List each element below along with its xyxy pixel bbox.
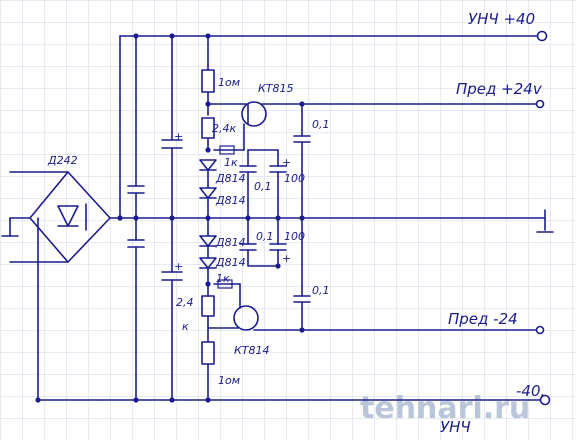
label-c100-top: 100 xyxy=(284,172,305,185)
label-r-1k-top: 1к xyxy=(224,156,238,169)
zener-top-2 xyxy=(199,187,217,199)
filter-cap-2 xyxy=(161,35,183,401)
label-r-1om-bot: 1ом xyxy=(218,374,240,387)
label-cap-plus-top: + xyxy=(282,156,291,169)
label-c01-top: 0,1 xyxy=(254,180,272,193)
resistor-1k-bot xyxy=(217,279,233,289)
cap-plus-mark-2: + xyxy=(174,260,183,273)
label-r-1k-bot: 1к xyxy=(216,272,230,285)
label-r-24-bot-unit: к xyxy=(182,320,189,333)
label-minus40: -40. xyxy=(516,382,545,400)
label-d814-bot-1: Д814 xyxy=(215,236,246,249)
label-kt815: КТ815 xyxy=(258,82,294,95)
label-d814-top-2: Д814 xyxy=(215,194,246,207)
label-pred-minus24: Пред -24 xyxy=(448,310,518,328)
label-c01-out-top: 0,1 xyxy=(312,118,330,131)
cap-plus-mark-1: + xyxy=(174,130,183,143)
label-c100-bot: 100 xyxy=(284,230,305,243)
transistor-kt815 xyxy=(241,101,267,127)
ground-symbol-right xyxy=(536,209,554,233)
label-cap-plus-bot: + xyxy=(282,252,291,265)
label-d814-bot-2: Д814 xyxy=(215,256,246,269)
terminal-minus40 xyxy=(539,394,551,406)
filter-cap-1 xyxy=(127,35,145,401)
label-c01-bot: 0,1 xyxy=(256,230,274,243)
label-pred-plus24: Пред +24v xyxy=(456,80,543,98)
bridge-rectifier xyxy=(9,171,111,401)
bridge-label: Д242 xyxy=(47,154,78,167)
zener-top-1 xyxy=(199,159,217,171)
zener-bot-2 xyxy=(199,257,217,269)
label-kt814: КТ814 xyxy=(234,344,270,357)
label-r-24k-top: 2,4к xyxy=(212,122,236,135)
label-unch-bottom: УНЧ xyxy=(440,418,471,436)
resistor-1k-top xyxy=(219,145,235,155)
rail-plus40 xyxy=(119,35,541,219)
label-r-1om-top: 1ом xyxy=(218,76,240,89)
terminal-minus24 xyxy=(535,325,545,335)
label-unch-plus40: УНЧ +40 xyxy=(468,10,535,28)
zener-bot-1 xyxy=(199,235,217,247)
ground-symbol-left xyxy=(1,217,19,237)
label-r-24-bot: 2,4 xyxy=(176,296,194,309)
transistor-kt814 xyxy=(233,305,259,331)
label-d814-top-1: Д814 xyxy=(215,172,246,185)
terminal-plus24 xyxy=(535,99,545,109)
junction-dots xyxy=(35,33,305,403)
terminal-plus40 xyxy=(536,30,548,42)
watermark-text: tehnari.ru xyxy=(360,391,530,426)
label-c01-out-bot: 0,1 xyxy=(312,284,330,297)
